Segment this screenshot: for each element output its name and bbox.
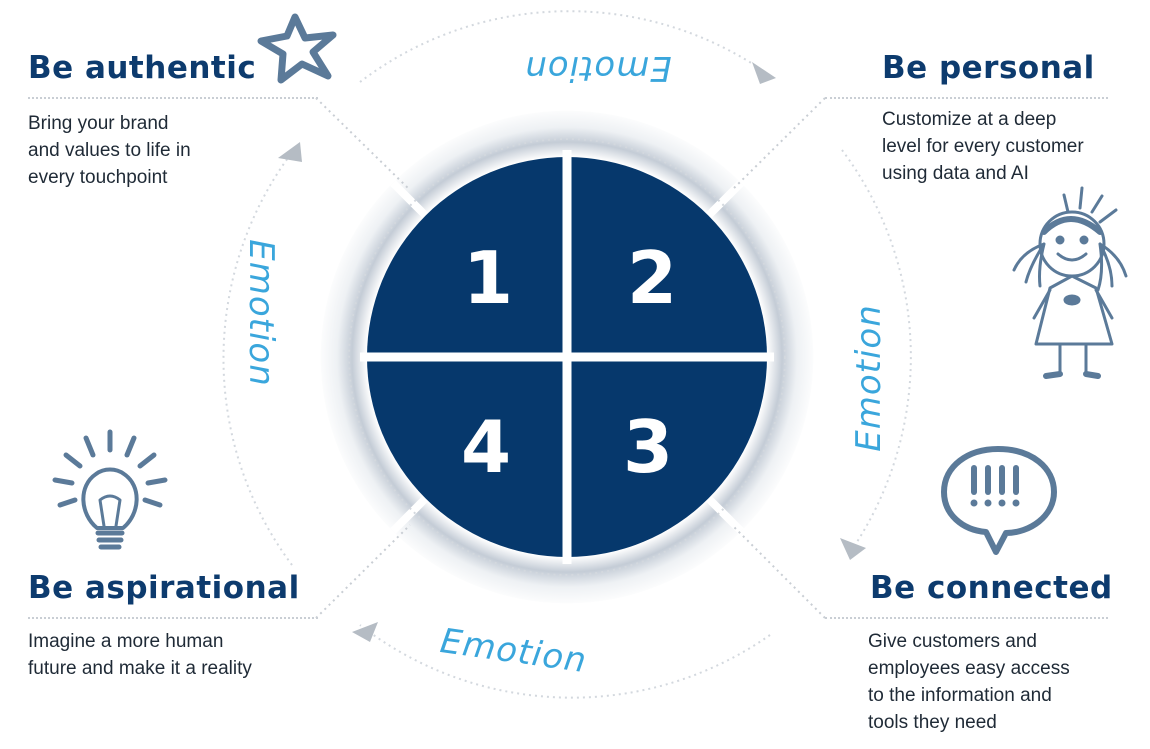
principle-title-personal: Be personal bbox=[882, 50, 1095, 86]
arrow-top-left-icon bbox=[278, 142, 302, 162]
quadrant-circle: 1 2 3 4 bbox=[360, 150, 774, 564]
desc-line: using data and AI bbox=[882, 163, 1029, 184]
inner-dotted-ring bbox=[348, 138, 786, 576]
desc-line: level for every customer bbox=[882, 136, 1084, 157]
desc-line: employees easy access bbox=[868, 658, 1070, 679]
quadrant-1 bbox=[367, 157, 567, 357]
quadrant-3 bbox=[567, 357, 767, 557]
shadow-ring bbox=[320, 110, 814, 604]
desc-line: Bring your brand bbox=[28, 113, 169, 134]
desc-line: every touchpoint bbox=[28, 167, 168, 188]
lightbulb-icon bbox=[52, 429, 168, 550]
arrow-top-right-icon bbox=[752, 62, 776, 84]
principle-title-authentic: Be authentic bbox=[28, 50, 257, 86]
quadrant-number-3: 3 bbox=[623, 405, 673, 489]
outer-cycle-arcs bbox=[222, 10, 912, 699]
principle-title-connected: Be connected bbox=[870, 570, 1113, 606]
quadrant-number-1: 1 bbox=[463, 236, 513, 320]
separator-aspirational bbox=[28, 617, 318, 619]
principle-desc-personal: Customize at a deep level for every cust… bbox=[882, 106, 1084, 187]
principle-title-aspirational: Be aspirational bbox=[28, 570, 300, 606]
connector-lines bbox=[315, 97, 826, 619]
desc-line: Give customers and bbox=[868, 631, 1037, 652]
desc-line: future and make it a reality bbox=[28, 658, 252, 679]
principle-desc-connected: Give customers and employees easy access… bbox=[868, 628, 1070, 736]
separator-authentic bbox=[28, 97, 318, 99]
desc-line: and values to life in bbox=[28, 140, 191, 161]
quadrant-number-2: 2 bbox=[627, 236, 677, 320]
girl-icon bbox=[1012, 186, 1128, 379]
quadrant-2 bbox=[567, 157, 767, 357]
separator-personal bbox=[825, 97, 1108, 99]
separator-connected bbox=[825, 617, 1108, 619]
quadrant-4 bbox=[367, 357, 567, 557]
speech-bubble-icon bbox=[941, 446, 1057, 555]
desc-line: to the information and bbox=[868, 685, 1052, 706]
desc-line: Imagine a more human bbox=[28, 631, 224, 652]
desc-line: Customize at a deep bbox=[882, 109, 1057, 130]
desc-line: tools they need bbox=[868, 712, 997, 733]
emotion-label-left: Emotion bbox=[241, 239, 281, 387]
emotion-label-bottom: Emotion bbox=[438, 621, 590, 681]
principle-desc-aspirational: Imagine a more human future and make it … bbox=[28, 628, 252, 682]
emotion-label-right: Emotion bbox=[849, 304, 889, 452]
cycle-arrowheads bbox=[278, 62, 866, 642]
principle-desc-authentic: Bring your brand and values to life in e… bbox=[28, 110, 191, 191]
star-icon bbox=[257, 13, 337, 84]
emotion-label-top: Emotion bbox=[524, 48, 672, 88]
arrow-bottom-left-icon bbox=[352, 622, 378, 642]
arrow-bottom-right-icon bbox=[840, 538, 866, 560]
quadrant-number-4: 4 bbox=[461, 405, 511, 489]
